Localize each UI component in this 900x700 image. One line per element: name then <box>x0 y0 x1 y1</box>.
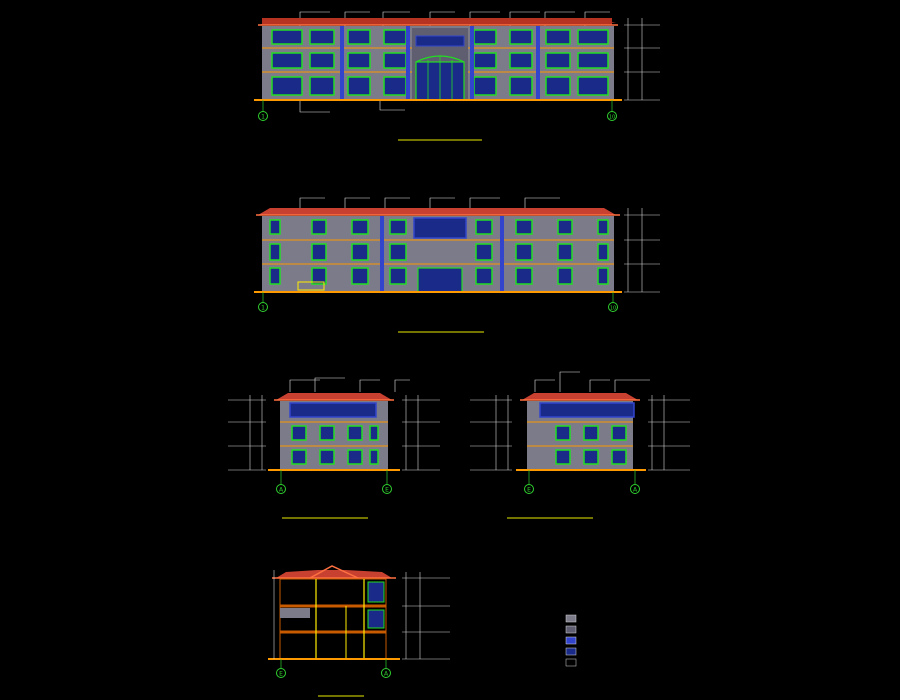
rear-axis-end-label: 10 <box>610 306 616 312</box>
legend-swatch-4 <box>565 647 577 656</box>
section-axis-markers: E A <box>276 659 391 678</box>
side-right-axis-end-label: A <box>633 487 638 494</box>
rear-elevation: 1 10 <box>254 197 660 333</box>
front-axis-start-label: 1 <box>261 114 265 121</box>
front-axis-markers: 1 10 <box>258 100 617 121</box>
front-dimensions <box>624 18 660 101</box>
rear-axis-markers: 1 10 <box>258 292 618 312</box>
legend-swatch-2 <box>565 625 577 634</box>
material-legend <box>565 614 577 667</box>
side-right-axis-markers: E A <box>524 470 640 494</box>
side-right-axis-start-label: E <box>527 487 531 494</box>
side-left-axis-start-label: A <box>279 487 284 494</box>
legend-swatch-3 <box>565 636 577 645</box>
rear-axis-start-label: 1 <box>261 305 265 312</box>
side-left-axis-markers: A E <box>276 470 392 494</box>
legend-swatch-5 <box>565 658 577 667</box>
side-elevation-right: E A <box>470 371 690 519</box>
section-1-1: E A <box>268 565 450 697</box>
side-left-axis-end-label: E <box>385 487 389 494</box>
front-windows <box>271 29 609 96</box>
section-axis-start-label: E <box>279 671 283 678</box>
side-elevation-left: A E <box>228 377 440 519</box>
section-axis-end-label: A <box>384 671 389 678</box>
legend-swatch-1 <box>565 614 577 623</box>
front-axis-end-label: 10 <box>609 115 615 121</box>
rear-windows <box>269 219 609 285</box>
front-elevation: 1 10 <box>254 11 660 141</box>
front-roof-band <box>262 18 612 25</box>
